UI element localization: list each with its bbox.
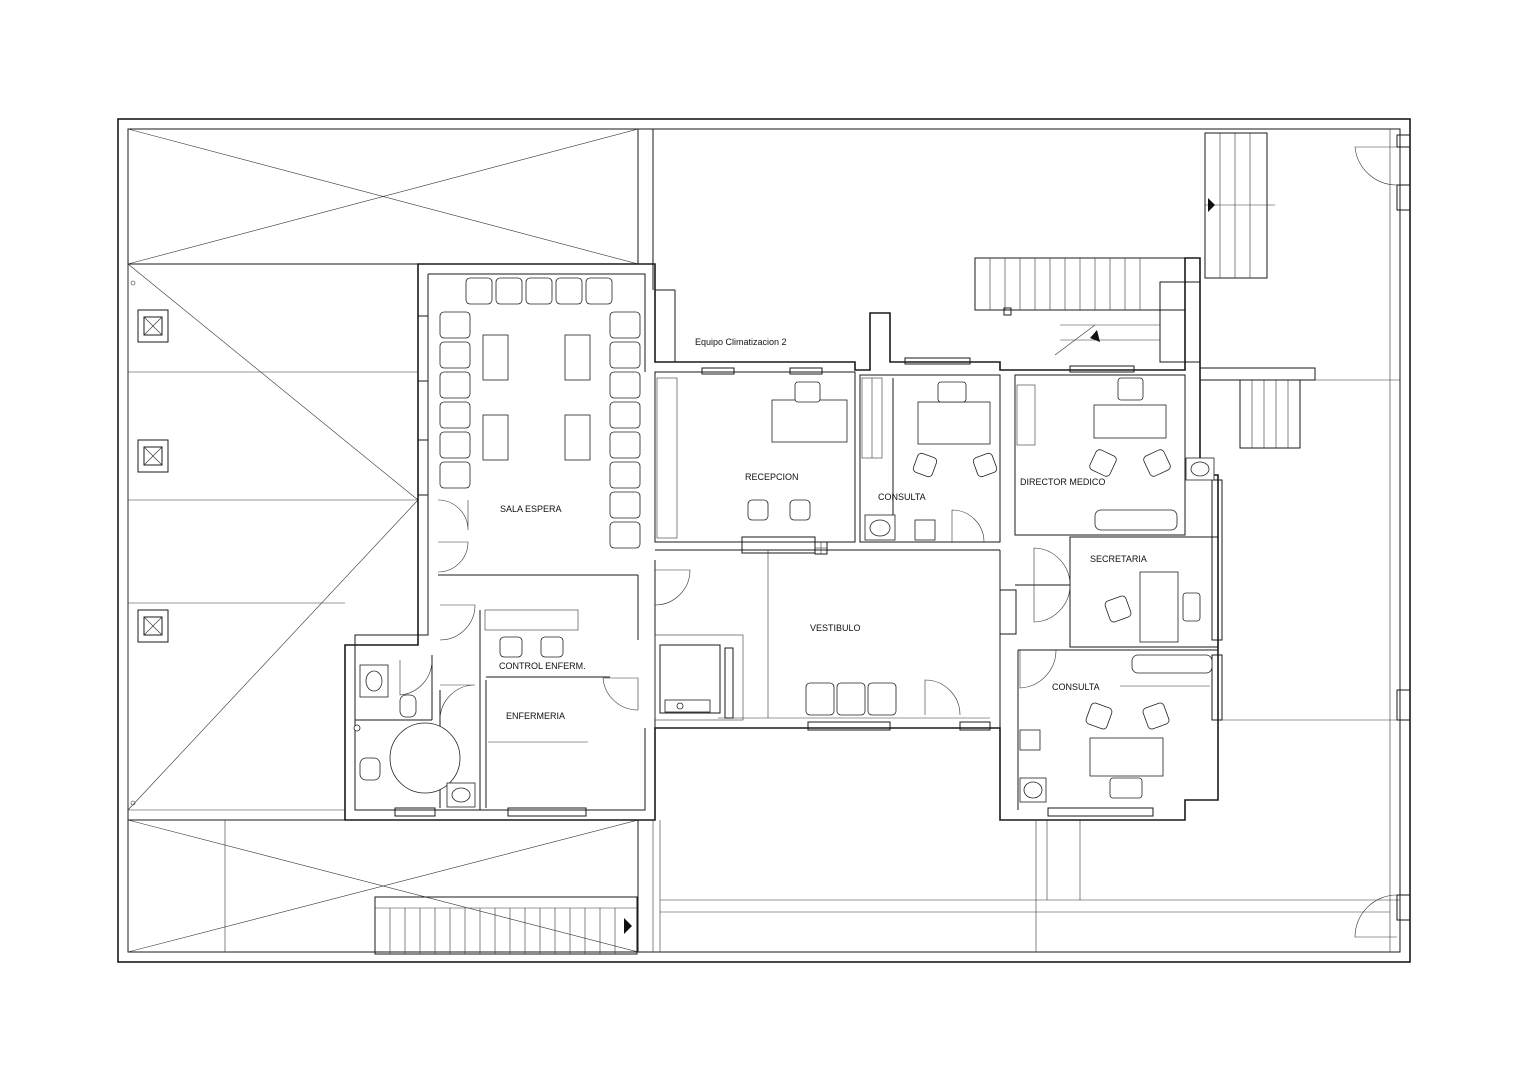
- right-open-area: [652, 129, 1411, 952]
- site-boundary: [117, 118, 1411, 963]
- room-labels: Equipo Climatizacion 2 SALA ESPERA RECEP…: [499, 337, 1147, 721]
- staircase-middle: [974, 257, 1201, 363]
- label-consult-1: CONSULTA: [878, 492, 926, 502]
- medical-director-furniture: [1089, 377, 1215, 531]
- staircase-top: [1204, 132, 1275, 279]
- staircase-bottom: [374, 896, 638, 955]
- roof-area-left: [127, 263, 419, 811]
- nurse-control-furniture: [499, 636, 564, 658]
- label-consult-2: CONSULTA: [1052, 682, 1100, 692]
- label-infirmary: ENFERMERIA: [506, 711, 565, 721]
- doors: [399, 499, 1071, 721]
- label-equipment: Equipo Climatizacion 2: [695, 337, 787, 347]
- lobby-seating: [805, 682, 897, 716]
- skylight-icon: [137, 309, 169, 343]
- consult-2-furniture: [1019, 654, 1213, 803]
- staircase-right: [1199, 367, 1316, 449]
- roof-area-top-left: [127, 128, 639, 265]
- skylight-icon: [137, 609, 169, 643]
- building-walls: [344, 257, 1219, 821]
- label-reception: RECEPCION: [745, 472, 799, 482]
- waiting-room-furniture: [439, 277, 641, 549]
- roof-area-bottom-left: [127, 819, 639, 953]
- windows: [394, 315, 1223, 817]
- label-medical-director: DIRECTOR MEDICO: [1020, 477, 1105, 487]
- consult-1-furniture: [864, 381, 998, 541]
- secretary-furniture: [1104, 571, 1201, 643]
- label-nurse-control: CONTROL ENFERM.: [499, 661, 586, 671]
- reception-furniture: [747, 381, 848, 521]
- label-waiting-room: SALA ESPERA: [500, 504, 562, 514]
- bathroom-fixtures: [130, 280, 711, 808]
- label-secretary: SECRETARIA: [1090, 554, 1147, 564]
- skylight-icon: [137, 439, 169, 473]
- label-lobby: VESTIBULO: [810, 623, 861, 633]
